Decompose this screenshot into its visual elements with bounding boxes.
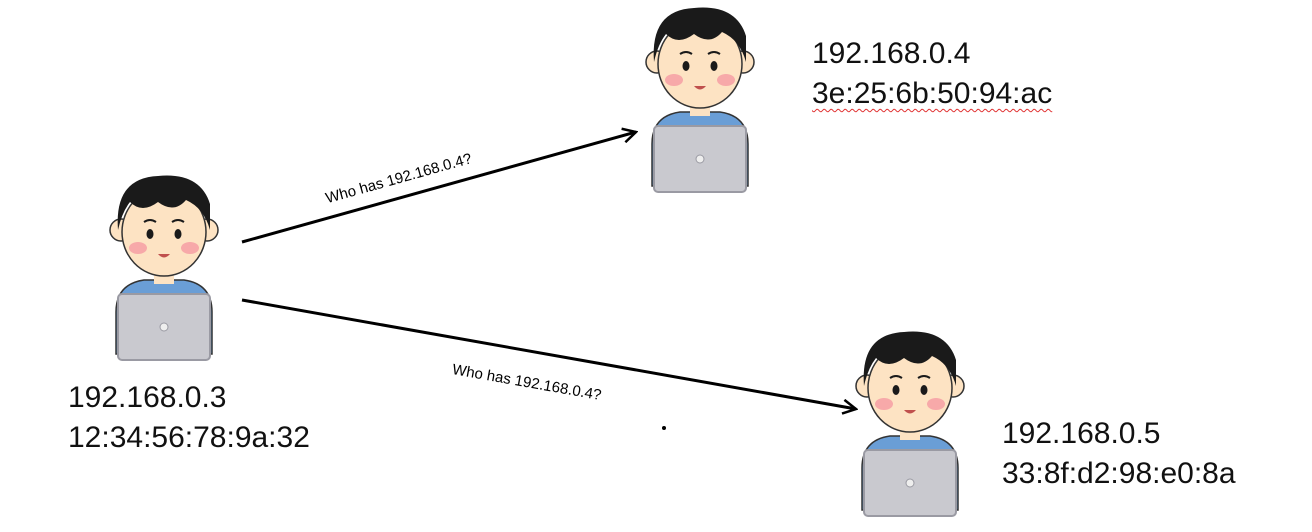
other-label: 192.168.0.5 33:8f:d2:98:e0:8a — [1002, 414, 1236, 494]
target-ip: 192.168.0.4 — [812, 37, 971, 70]
sender-mac: 12:34:56:78:9a:32 — [68, 421, 310, 454]
target-label: 192.168.0.4 3e:25:6b:50:94:ac — [812, 34, 1052, 114]
other-person-icon — [855, 330, 965, 517]
target-person-icon — [645, 6, 755, 193]
stray-dot — [662, 426, 666, 430]
target-mac: 3e:25:6b:50:94:ac — [812, 77, 1053, 110]
other-mac: 33:8f:d2:98:e0:8a — [1002, 457, 1236, 490]
sender-label: 192.168.0.3 12:34:56:78:9a:32 — [68, 378, 310, 458]
other-ip: 192.168.0.5 — [1002, 417, 1161, 450]
sender-person-icon — [109, 174, 219, 361]
sender-ip: 192.168.0.3 — [68, 381, 227, 414]
arrow-to-other — [241, 298, 856, 409]
message-to-other: Who has 192.168.0.4? — [451, 361, 603, 404]
arrow-to-target — [241, 132, 636, 244]
